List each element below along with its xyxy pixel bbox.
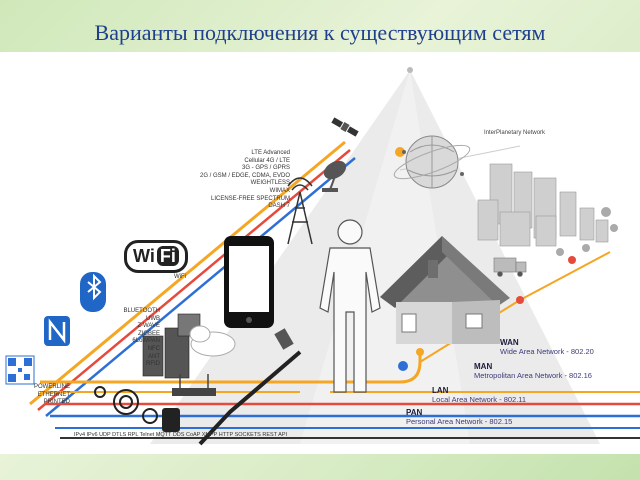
city-buildings-icon: [477, 163, 609, 247]
cloud-icon: [189, 325, 236, 357]
short-range-label: Z-WAVE: [137, 323, 160, 330]
short-range-label: RFID: [146, 361, 160, 368]
short-range-label: ANT: [148, 353, 160, 360]
qr-code-icon: [5, 355, 35, 385]
cellular-label: WEIGHTLESS: [250, 180, 290, 187]
satellite-dish-icon: [322, 160, 347, 192]
smartphone-icon: [224, 236, 274, 328]
network-name: Metropolitan Area Network - 802.16: [474, 371, 592, 380]
wired-label: POWERLINE: [33, 384, 70, 390]
satellite-icon: [331, 117, 359, 137]
network-name: Wide Area Network - 802.20: [500, 347, 594, 356]
interplanetary-label: InterPlanetary Network: [484, 130, 546, 136]
network-abbr: MAN: [474, 362, 493, 371]
trees-icon: [556, 207, 618, 256]
cellular-label: LTE Advanced: [251, 150, 290, 156]
node-dot: [416, 348, 424, 356]
network-abbr: PAN: [406, 408, 423, 417]
globe-icon: [393, 135, 471, 189]
ethernet-cable-icon: [274, 328, 294, 350]
node-dot: [568, 256, 576, 264]
node-dot: [516, 296, 524, 304]
cellular-label: LICENSE-FREE SPECTRUM: [210, 195, 290, 202]
cellular-label: DASH 7: [268, 203, 290, 210]
cell-tower-icon: [287, 177, 313, 245]
short-range-label: ZIGBEE: [137, 330, 160, 337]
node-dot: [395, 147, 405, 157]
cellular-lines: [29, 140, 356, 417]
rfid-reader-icon: [94, 386, 158, 424]
network-name: Personal Area Network - 802.15: [406, 417, 513, 426]
short-range-label: NFC: [147, 345, 160, 352]
nfc-icon: [44, 316, 70, 346]
cellular-label: 2G / GSM / EDGE, CDMA, EVDO: [199, 172, 290, 179]
network-name: Local Area Network - 802.11: [432, 395, 527, 404]
short-range-label: UWB: [146, 315, 160, 322]
cellular-label: WIMAX: [269, 187, 290, 194]
human-network-figure: [319, 219, 381, 393]
router-icon: [172, 374, 216, 396]
bluetooth-icon: [80, 272, 106, 312]
short-range-label: BLUETOOTH: [123, 308, 160, 314]
house-icon: [380, 236, 510, 344]
card-device-icon: [162, 408, 180, 432]
diagram-canvas: [5, 67, 640, 446]
node-dot: [398, 361, 408, 371]
cellular-label: 3G - GPS / GPRS: [241, 165, 290, 172]
short-range-label: 6LoWPAN: [132, 338, 160, 345]
truck-icon: [493, 257, 527, 277]
network-lines: [40, 350, 640, 446]
cellular-label: Cellular 4G / LTE: [244, 157, 290, 164]
wired-label: ETHERNET: [37, 391, 70, 398]
slide-title: Варианты подключения к существующим сетя…: [94, 20, 546, 45]
network-abbr: WAN: [500, 338, 519, 347]
wired-label: PRINTED: [43, 399, 70, 406]
network-abbr: LAN: [432, 386, 449, 395]
protocol-list: IPv4 IPv6 UDP DTLS RPL Telnet MQTT DDS C…: [74, 432, 288, 438]
wifi-label: WiFi: [174, 274, 186, 280]
